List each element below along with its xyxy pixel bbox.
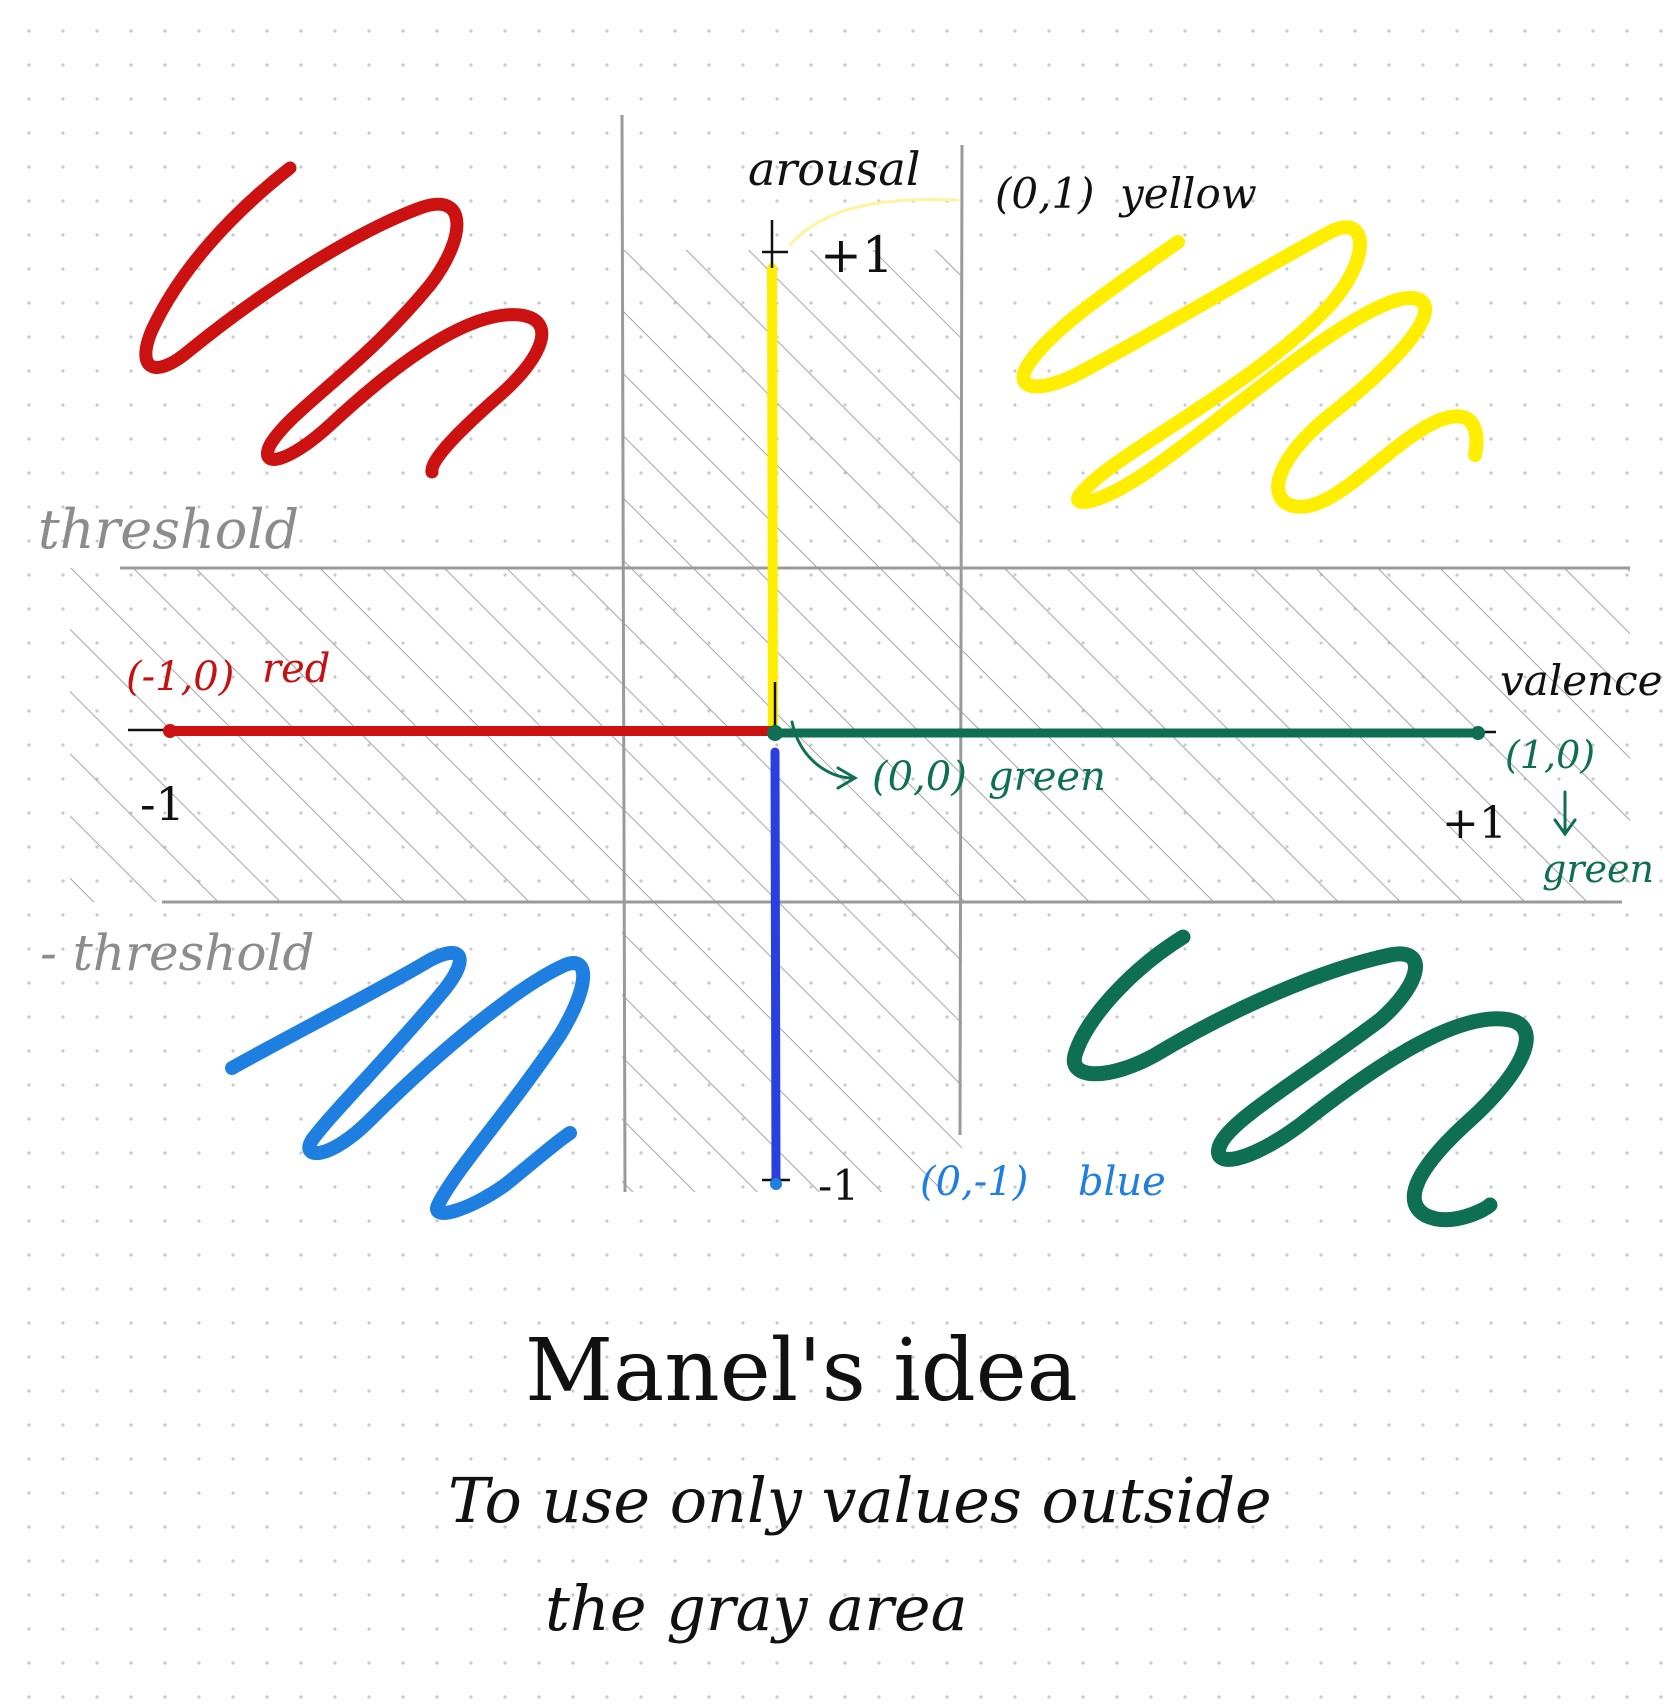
point-bottom-color: blue <box>1078 1159 1166 1205</box>
x-axis-label: valence <box>1500 656 1662 705</box>
y-axis-label: arousal <box>748 142 920 196</box>
point-left-color: red <box>262 646 330 692</box>
threshold-line-left-vertical <box>620 114 627 1193</box>
origin-point <box>767 725 783 741</box>
point-left-annotation: (-1,0) red <box>126 646 330 700</box>
point-origin-coord: (0,0) <box>872 754 967 800</box>
point-origin-annotation: (0,0) green <box>872 754 1106 800</box>
y-min-tick-label: -1 <box>818 1161 859 1210</box>
point-top-coord: (0,1) <box>995 169 1095 218</box>
right-end-point <box>1471 726 1485 740</box>
point-right-color: green <box>1542 847 1654 891</box>
y-axis-yellow-segment <box>767 263 778 735</box>
right-point-arrow-head <box>1553 818 1577 837</box>
point-left-coord: (-1,0) <box>126 654 234 700</box>
left-end-point <box>163 724 177 738</box>
annotation-arrows <box>788 198 1577 837</box>
threshold-label: threshold <box>38 498 299 561</box>
origin-arrow-head <box>836 766 858 790</box>
description-line-2: the gray area <box>545 1572 968 1645</box>
x-min-tick-label: -1 <box>140 777 185 831</box>
gray-area-vertical-band-bottom <box>622 902 962 1192</box>
red-scribble <box>139 161 549 479</box>
point-top-annotation: (0,1) yellow <box>995 169 1257 218</box>
quadrant-scribbles <box>139 161 1534 1228</box>
point-bottom-coord: (0,-1) <box>920 1159 1028 1205</box>
point-origin-color: green <box>988 754 1106 800</box>
negative-threshold-label: - threshold <box>40 924 315 982</box>
yellow-scribble <box>1016 220 1484 514</box>
threshold-lines <box>120 114 1630 1193</box>
point-right-annotation: (1,0) green <box>1505 733 1654 891</box>
origin-arrow <box>790 720 854 780</box>
page-title: Manel's idea <box>525 1321 1078 1421</box>
blue-scribble <box>225 945 591 1220</box>
green-scribble <box>1066 929 1534 1228</box>
yellow-connector-arc <box>788 198 960 247</box>
bottom-end-point <box>770 1178 782 1190</box>
y-max-tick-label: +1 <box>820 226 894 284</box>
x-max-tick-label: +1 <box>1442 798 1507 849</box>
point-right-coord: (1,0) <box>1505 733 1595 777</box>
gray-area-vertical-band-top <box>622 250 962 568</box>
point-bottom-annotation: (0,-1) blue <box>920 1159 1166 1205</box>
point-top-color: yellow <box>1118 169 1257 218</box>
threshold-line-right-vertical <box>958 144 964 1136</box>
description-line-1: To use only values outside <box>448 1464 1272 1537</box>
y-axis-blue-segment <box>770 747 781 1187</box>
axes <box>128 220 1496 1190</box>
